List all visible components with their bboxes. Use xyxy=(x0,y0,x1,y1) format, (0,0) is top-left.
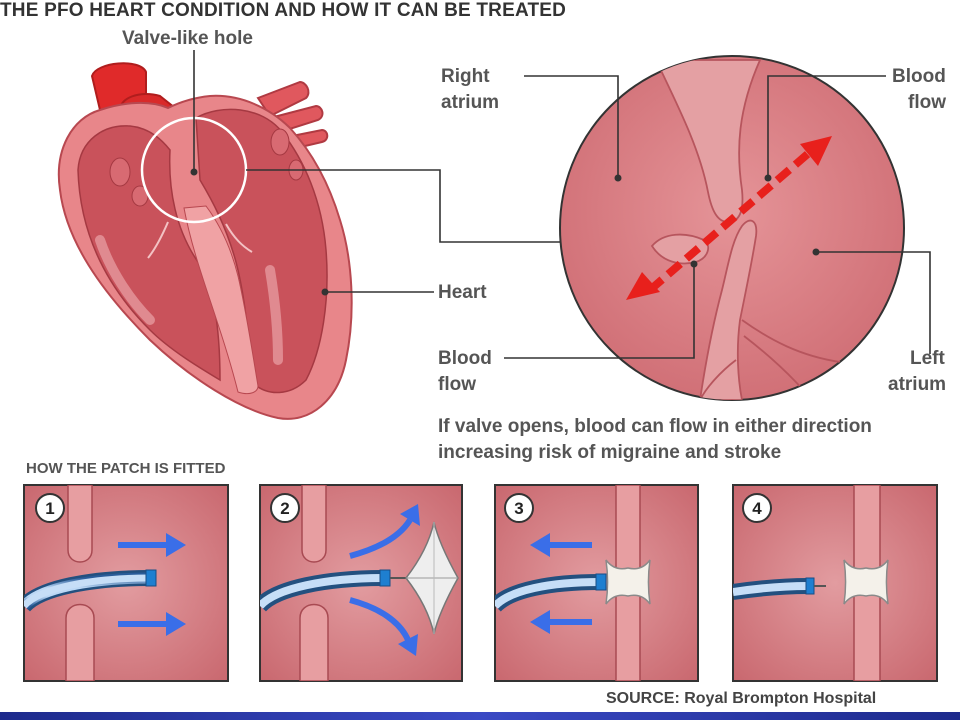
patch-section-title: HOW THE PATCH IS FITTED xyxy=(26,460,226,477)
blood-flow-bottom-label-line1: Blood xyxy=(438,348,492,369)
valve-hole-label: Valve-like hole xyxy=(122,28,253,49)
blood-flow-arrow-icon xyxy=(530,533,592,634)
blood-flow-top-label-line2: flow xyxy=(908,92,946,113)
patch-step-2-panel xyxy=(259,484,463,682)
heart-illustration xyxy=(57,50,353,420)
right-atrium-label-line2: atrium xyxy=(441,92,500,113)
blood-flow-top-label-line1: Blood xyxy=(892,66,946,87)
caption-line1: If valve opens, blood can flow in either… xyxy=(438,416,872,437)
left-atrium-label-line1: Left xyxy=(910,348,945,369)
step-number-3: 3 xyxy=(514,499,523,518)
blood-flow-arrow-icon xyxy=(118,533,186,636)
patch-step-4-panel xyxy=(732,484,938,682)
step-number-4: 4 xyxy=(752,499,762,518)
source-credit: SOURCE: Royal Brompton Hospital xyxy=(606,690,877,707)
bottom-accent-bar xyxy=(0,712,960,720)
left-atrium-label-line2: atrium xyxy=(888,374,947,395)
patch-step-3-panel xyxy=(494,484,699,682)
heart-label: Heart xyxy=(438,282,487,303)
step-number-1: 1 xyxy=(45,499,54,518)
right-atrium-label-line1: Right xyxy=(441,66,490,87)
step-number-2: 2 xyxy=(280,499,289,518)
magnify-connector-line xyxy=(246,169,562,243)
magnified-atria-view xyxy=(504,55,931,401)
blood-flow-bottom-label-line2: flow xyxy=(438,374,476,395)
caption-line2: increasing risk of migraine and stroke xyxy=(438,442,782,463)
blood-flow-arrow-icon xyxy=(349,504,420,656)
patch-step-1-panel xyxy=(23,484,229,682)
diagram-title: THE PFO HEART CONDITION AND HOW IT CAN B… xyxy=(0,0,567,21)
